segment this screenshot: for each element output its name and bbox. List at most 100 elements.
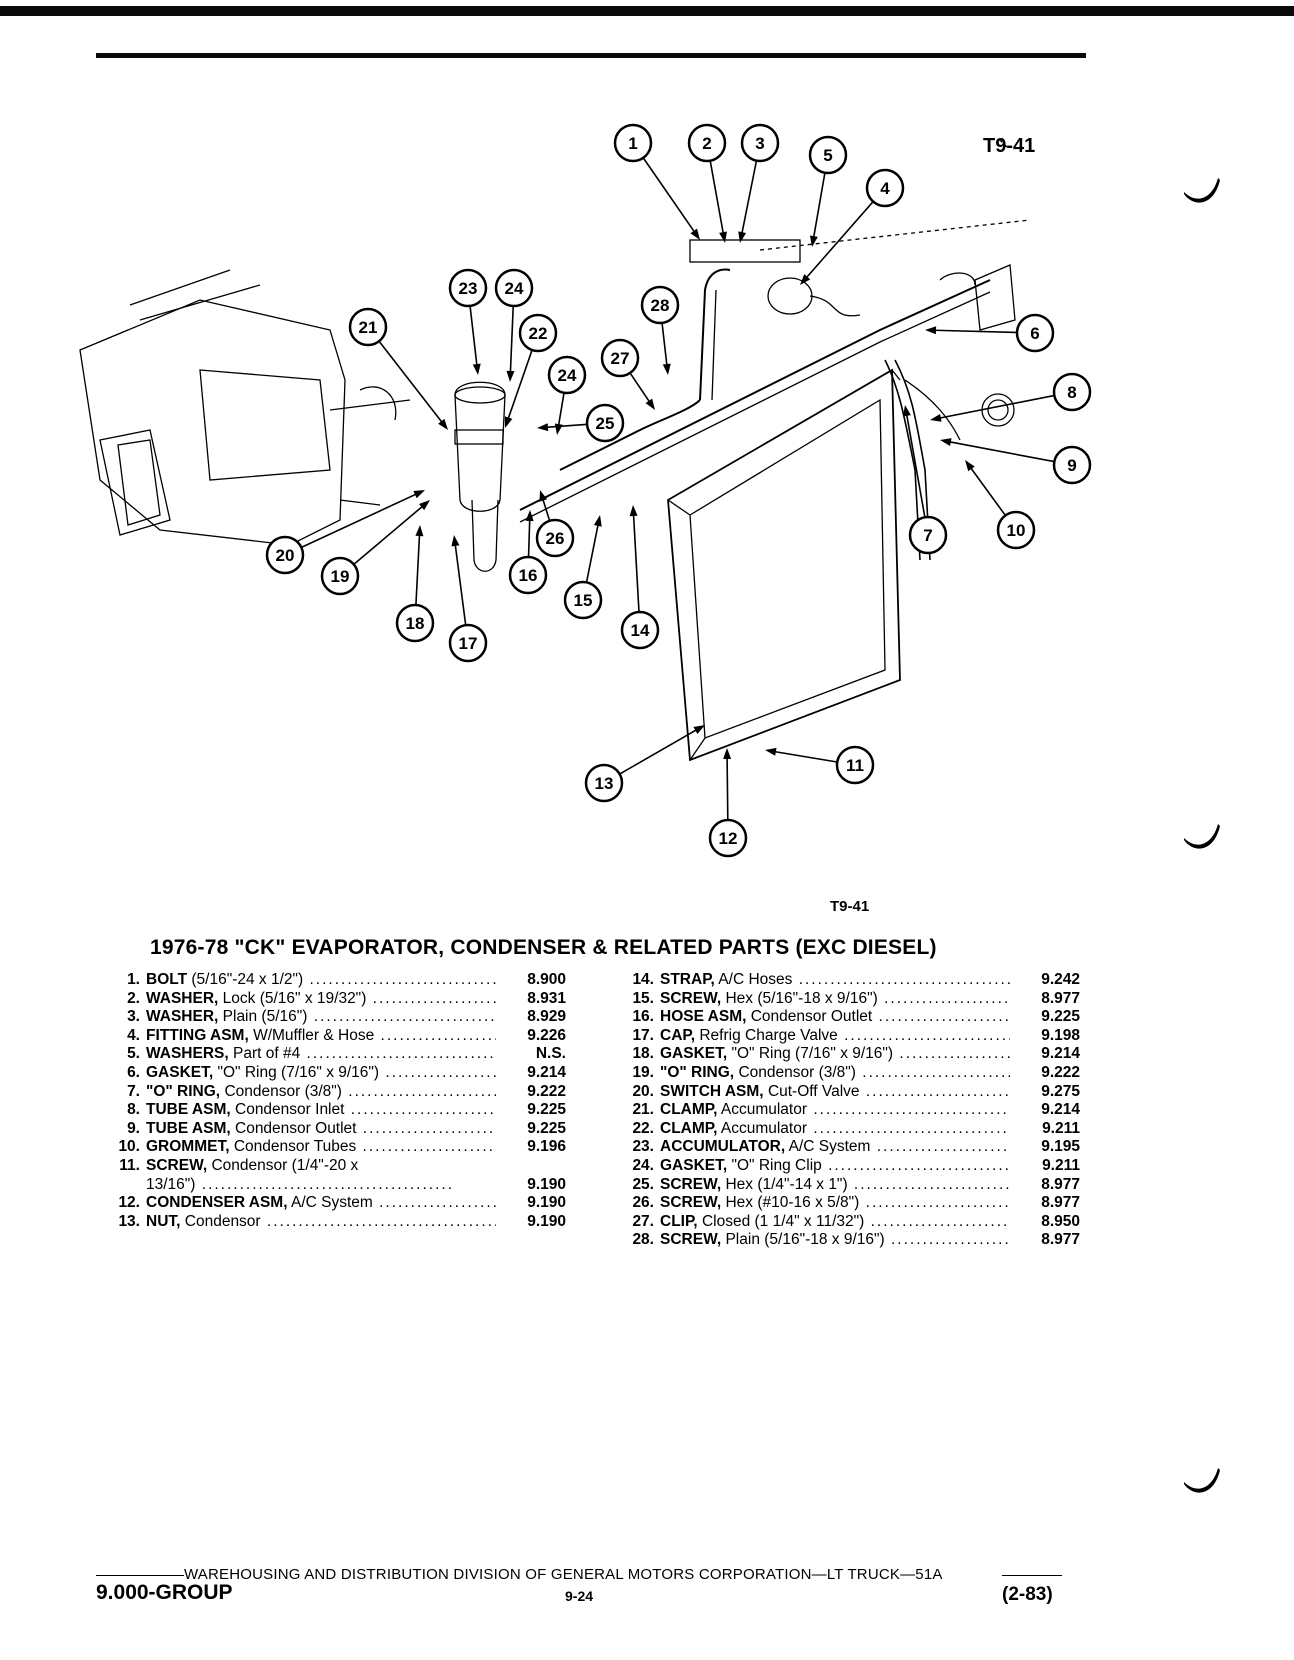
item-name: "O" RING, — [146, 1082, 221, 1100]
callout-number: 15 — [574, 591, 593, 610]
item-number: 26. — [632, 1194, 654, 1212]
item-description: WASHER, Lock (5/16" x 19/32") ..........… — [146, 990, 496, 1009]
item-description: CLAMP, Accumulator .....................… — [660, 1120, 1010, 1139]
leader-dots: ........................................ — [862, 1063, 1010, 1081]
item-description: ACCUMULATOR, A/C System ................… — [660, 1138, 1010, 1157]
item-group-code: 8.931 — [527, 989, 566, 1007]
item-number: 14. — [632, 971, 654, 988]
callout-20: 20 — [265, 535, 305, 575]
item-group-code: 8.977 — [1041, 1231, 1080, 1249]
item-number: 9. — [127, 1119, 140, 1137]
parts-list-row: 8.TUBE ASM, Condensor Inlet ............… — [96, 1101, 566, 1120]
callout-leader-line — [545, 423, 587, 429]
callout-6: 6 — [1015, 313, 1055, 353]
callout-number: 4 — [880, 179, 890, 198]
callout-circle — [640, 285, 680, 325]
item-name: FITTING ASM, — [146, 1026, 249, 1044]
item-group-code: 9.226 — [527, 1026, 566, 1044]
item-group-code: 8.929 — [527, 1008, 566, 1026]
callout-leader-line — [643, 158, 696, 234]
callout-11: 11 — [835, 745, 875, 785]
parts-list-row: 26.SCREW, Hex (#10-16 x 5/8") ..........… — [610, 1194, 1080, 1213]
callout-circle — [1052, 372, 1092, 412]
callout-number: 25 — [596, 414, 615, 433]
callout-circle — [395, 603, 435, 643]
item-name: CLIP, — [660, 1212, 698, 1230]
callout-leader-line — [933, 329, 1017, 334]
item-number: 11. — [119, 1156, 140, 1174]
item-number: 6. — [127, 1063, 140, 1081]
parts-list-row: 5.WASHERS, Part of #4 ..................… — [96, 1045, 566, 1064]
callout-arrowhead — [525, 510, 534, 522]
parts-list-row: 12.CONDENSER ASM, A/C System ...........… — [96, 1194, 566, 1213]
item-name: NUT, — [146, 1212, 181, 1230]
item-number: 7. — [127, 1082, 140, 1100]
callout-leader-line — [509, 306, 514, 374]
leader-dots: ........................................ — [348, 1082, 496, 1100]
callout-3: 3 — [740, 123, 780, 163]
leader-dots: ........................................ — [890, 1231, 1010, 1249]
item-name: TUBE ASM, — [146, 1119, 231, 1137]
callout-circle — [535, 518, 575, 558]
parts-list-row: 11. SCREW, Condensor (1/4"-20 x — [96, 1157, 566, 1176]
item-detail: A/C Hoses — [718, 971, 793, 988]
binder-hole-mark — [1184, 824, 1220, 849]
leader-dots: ........................................ — [372, 989, 496, 1007]
item-group-code: 9.275 — [1041, 1082, 1080, 1100]
callout-leader-line — [620, 728, 698, 775]
item-group-code: 9.222 — [1041, 1063, 1080, 1081]
item-detail: A/C System — [290, 1194, 373, 1212]
callout-circle — [448, 268, 488, 308]
parts-list-row: 28.SCREW, Plain (5/16"-18 x 9/16") .....… — [610, 1231, 1080, 1250]
callout-arrowhead — [593, 515, 602, 527]
callout-22: 22 — [518, 313, 558, 353]
parts-list-row: 22.CLAMP, Accumulator ..................… — [610, 1120, 1080, 1139]
leader-dots: ........................................ — [350, 1101, 496, 1119]
callout-circle — [448, 623, 488, 663]
callout-arrowhead — [506, 370, 515, 382]
callout-circle — [547, 355, 587, 395]
callout-8: 8 — [1052, 372, 1092, 412]
callout-circle — [563, 580, 603, 620]
item-detail: Part of #4 — [233, 1045, 301, 1063]
item-detail: Condensor Tubes — [233, 1138, 357, 1156]
item-number: 18. — [632, 1045, 654, 1063]
item-detail: Cut-Off Valve — [767, 1082, 860, 1100]
item-detail: "O" Ring Clip — [731, 1156, 822, 1174]
item-description: GASKET, "O" Ring (7/16" x 9/16") .......… — [660, 1045, 1010, 1064]
leader-dots: ........................................ — [899, 1045, 1010, 1063]
callout-leader-line — [629, 373, 651, 403]
item-detail: 13/16") — [146, 1175, 196, 1193]
item-name: BOLT — [146, 971, 188, 988]
item-name: GASKET, — [660, 1156, 728, 1174]
callout-12: 12 — [708, 818, 748, 858]
callout-leader-line — [301, 493, 418, 548]
item-name: HOSE ASM, — [660, 1008, 747, 1026]
callout-24: 24 — [494, 268, 534, 308]
item-number: 5. — [127, 1045, 140, 1063]
callout-circle — [708, 818, 748, 858]
item-number: 10. — [118, 1138, 140, 1156]
callout-leader-line — [709, 161, 725, 235]
item-group-code: 9.211 — [1042, 1119, 1080, 1137]
leader-dots: ........................................ — [309, 971, 496, 988]
item-number: 17. — [632, 1026, 654, 1044]
callout-number: 11 — [846, 756, 864, 775]
item-description: SCREW, Condensor (1/4"-20 x — [146, 1157, 496, 1176]
item-name: SCREW, — [660, 989, 722, 1007]
item-detail: Accumulator — [720, 1119, 808, 1137]
item-description: CLAMP, Accumulator .....................… — [660, 1101, 1010, 1120]
callout-arrowhead — [539, 490, 548, 502]
item-detail: Condensor (1/4"-20 x — [211, 1156, 359, 1174]
parts-list-row: 25.SCREW, Hex (1/4"-14 x 1") ...........… — [610, 1176, 1080, 1195]
callout-number: 19 — [331, 567, 350, 586]
item-description: SCREW, Hex (1/4"-14 x 1") ..............… — [660, 1176, 1010, 1195]
item-number: 13. — [118, 1212, 140, 1230]
callout-leader-line — [661, 323, 668, 367]
callout-arrowhead — [690, 228, 700, 240]
item-detail: Lock (5/16" x 19/32") — [222, 989, 367, 1007]
leader-dots: ........................................ — [306, 1045, 496, 1063]
callout-arrowhead — [930, 413, 942, 422]
item-detail: "O" Ring (7/16" x 9/16") — [731, 1045, 894, 1063]
item-group-code: 9.196 — [527, 1138, 566, 1156]
